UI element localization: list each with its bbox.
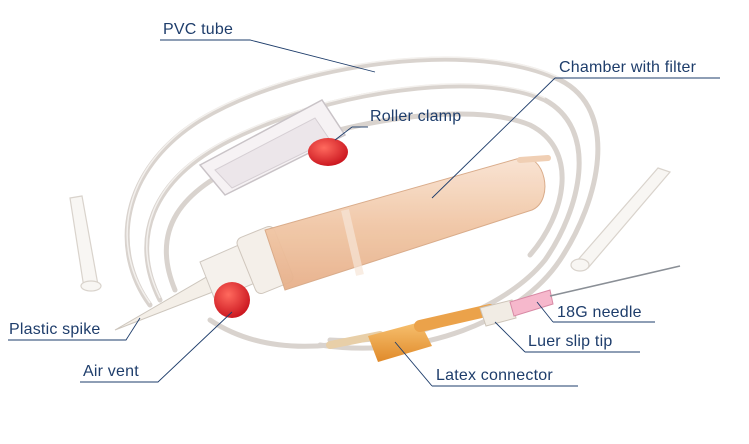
latex-connector-shape (326, 304, 496, 362)
label-18g-needle: 18G needle (557, 304, 642, 321)
label-air-vent: Air vent (83, 363, 139, 380)
label-plastic-spike: Plastic spike (9, 321, 101, 338)
needle-cap (570, 167, 672, 272)
leader-lines (8, 39, 720, 387)
label-chamber-with-filter: Chamber with filter (559, 59, 697, 76)
label-latex-connector: Latex connector (436, 367, 553, 384)
label-pvc-tube: PVC tube (163, 21, 234, 38)
drip-chamber-shape (236, 155, 551, 294)
label-roller-clamp: Roller clamp (370, 108, 462, 125)
air-vent-shape (214, 282, 250, 318)
roller-clamp-shape (198, 99, 348, 196)
needle-shape (509, 265, 681, 317)
spike-cap (69, 195, 102, 292)
luer-tip-shape (479, 299, 517, 327)
label-luer-slip-tip: Luer slip tip (528, 333, 613, 350)
